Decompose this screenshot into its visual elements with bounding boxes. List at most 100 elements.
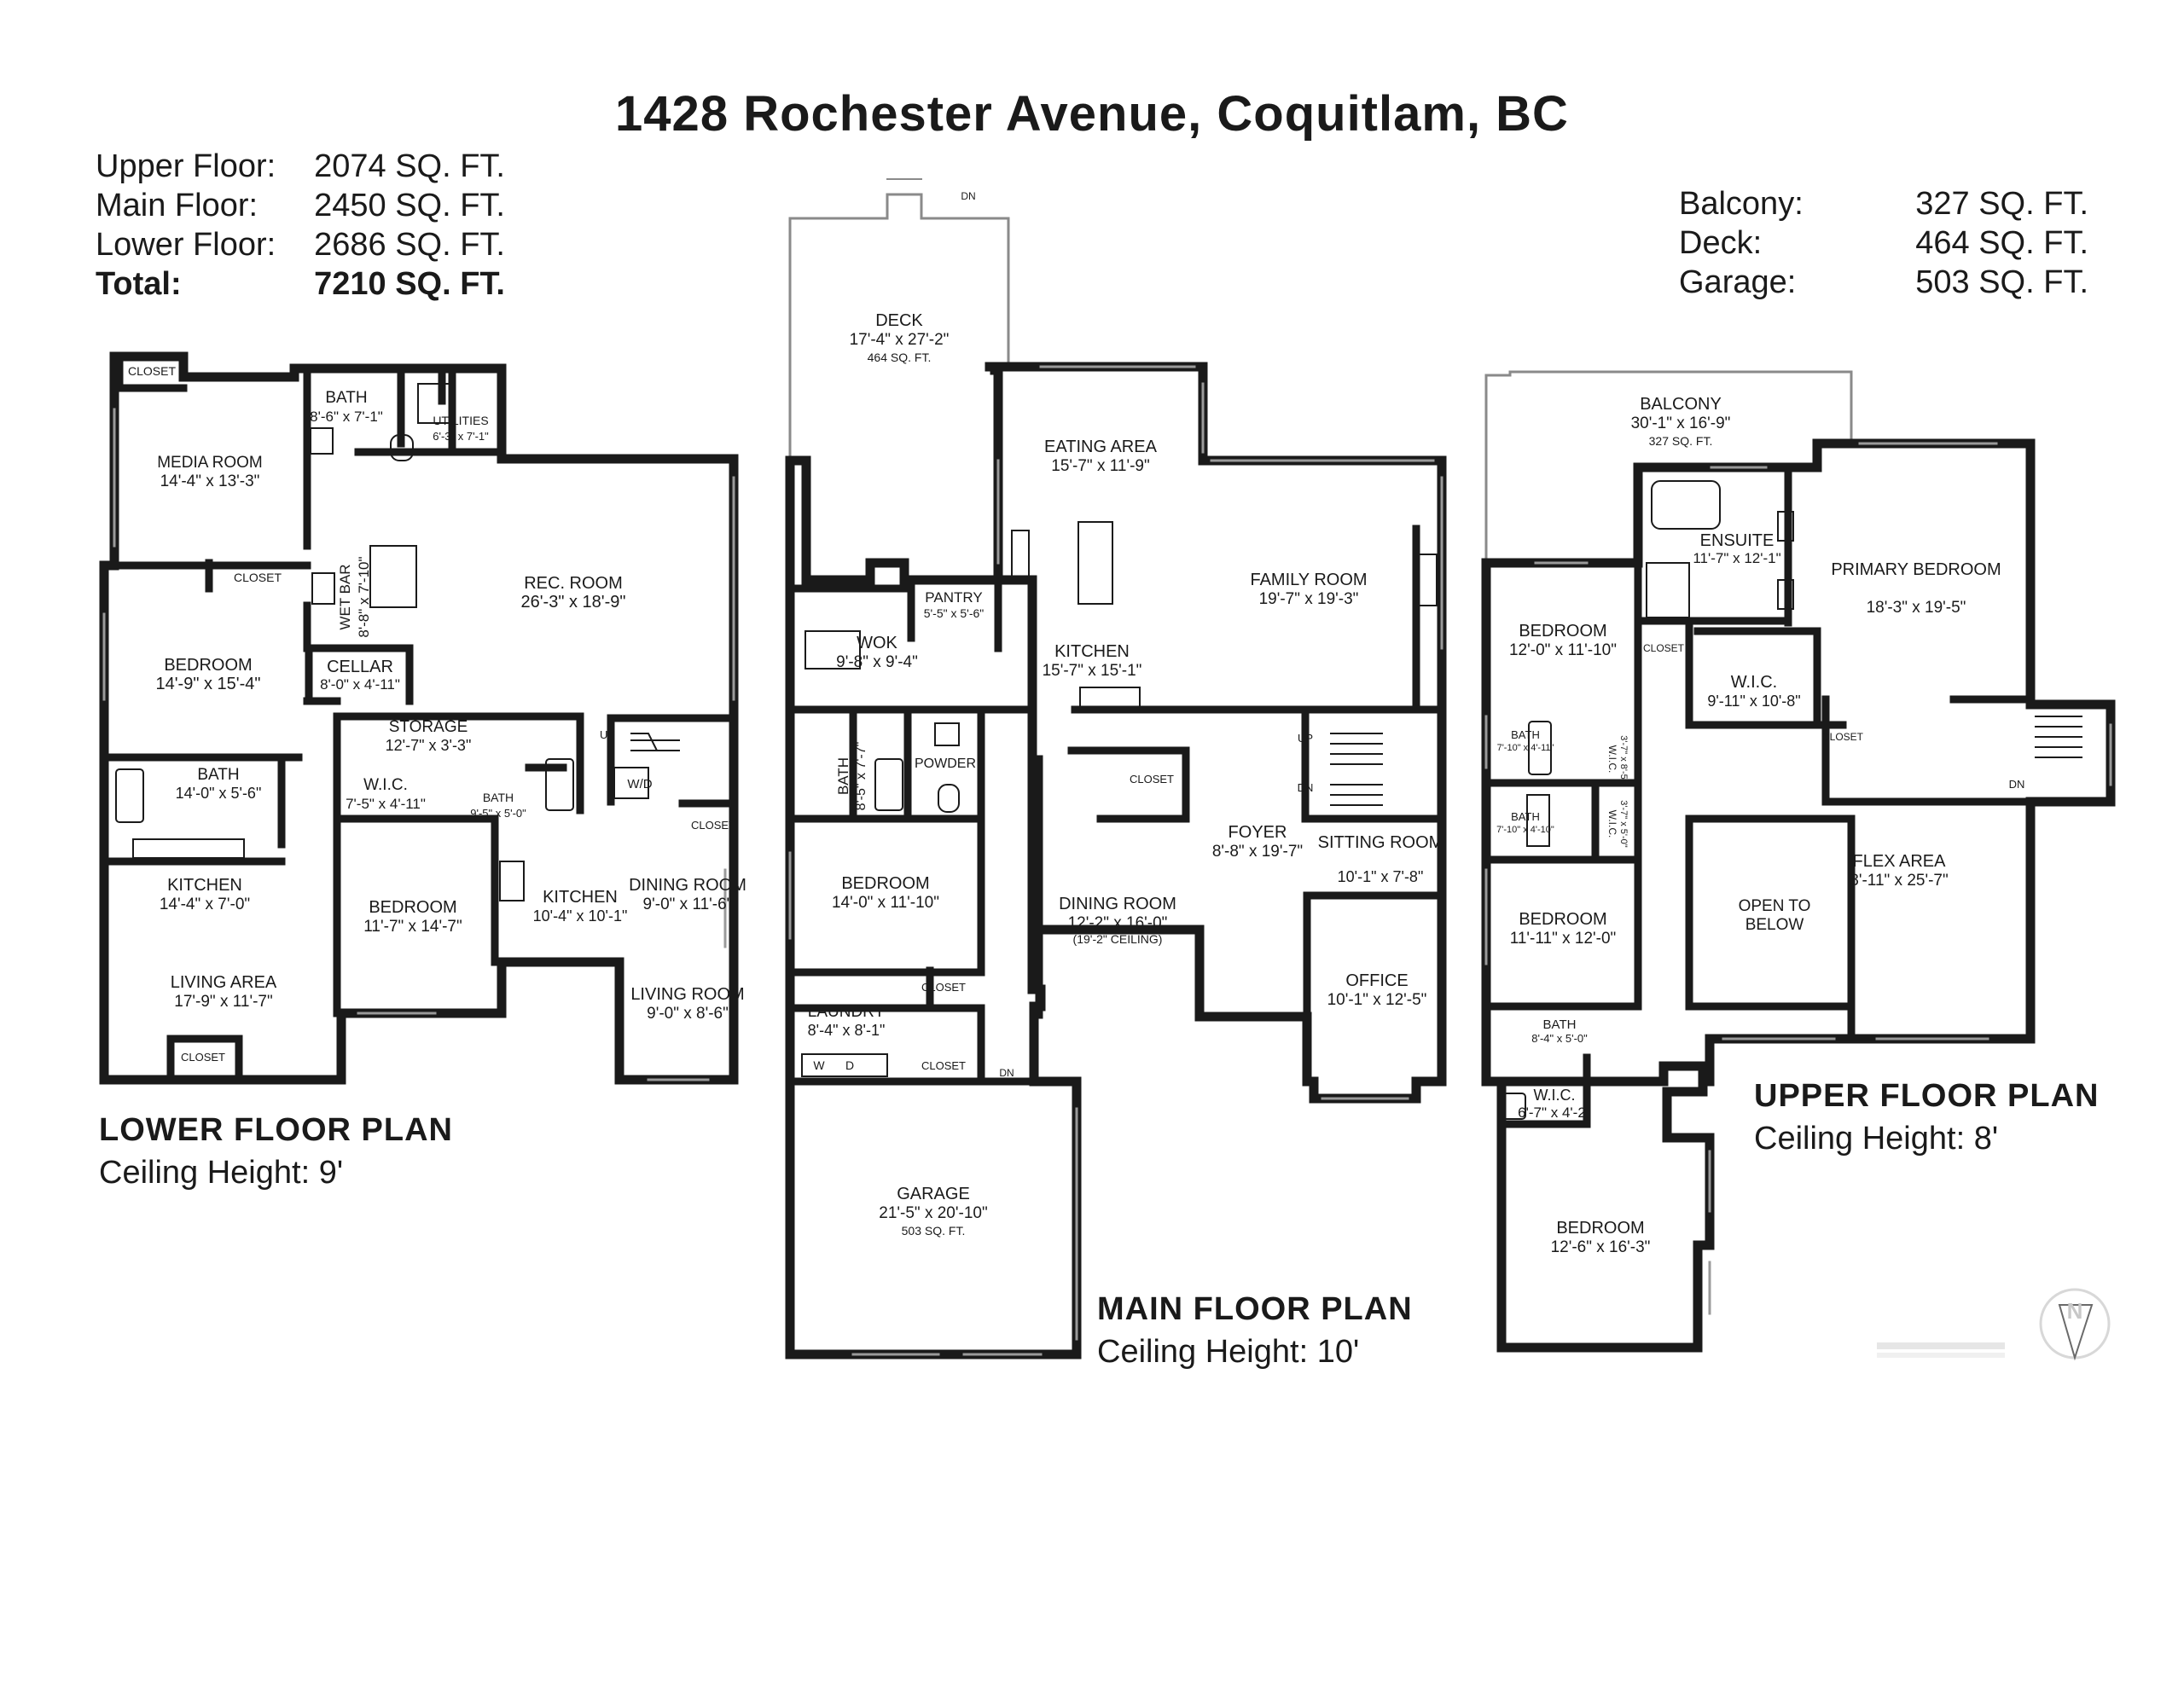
room-dim: 9'-11" x 10'-8" xyxy=(1707,693,1800,710)
room-name: W.I.C. xyxy=(1731,673,1777,692)
room-name: FLEX AREA xyxy=(1853,852,1947,871)
bathtub xyxy=(545,758,574,811)
bathtub xyxy=(1502,1093,1526,1120)
room-label: CLOSET xyxy=(691,819,735,832)
stairs-down xyxy=(1330,784,1383,806)
lower-interior-walls xyxy=(100,352,738,1084)
main-outer-wall-d xyxy=(785,455,1003,585)
room-dim: 3'-7" x 8'-5" xyxy=(1618,735,1629,783)
ceiling-height: Ceiling Height: 8' xyxy=(1754,1121,1999,1157)
room-dim: 8'-8" x 7'-10" xyxy=(356,556,372,637)
compass-icon: N xyxy=(2039,1288,2111,1361)
area-value: 2450 SQ. FT. xyxy=(314,188,505,223)
room-name: LIVING ROOM xyxy=(630,985,744,1004)
main-fixtures xyxy=(801,521,1438,1077)
room-dim: 9'-5" x 5'-0" xyxy=(470,807,526,820)
sink xyxy=(934,722,960,746)
appliance-label: W xyxy=(813,1058,825,1072)
room-dim: 8'-8" x 19'-7" xyxy=(1212,843,1303,861)
room-dim: 9'-8" x 9'-4" xyxy=(836,653,918,671)
room-dim: 14'-4" x 7'-0" xyxy=(160,896,250,913)
bathtub xyxy=(115,768,144,823)
balcony-outline xyxy=(1484,370,1853,565)
wet-bar-sink xyxy=(311,572,335,605)
area-value: 2686 SQ. FT. xyxy=(314,227,505,263)
room-name: BEDROOM xyxy=(1519,622,1606,641)
room-name: PANTRY xyxy=(925,589,982,606)
room-dim: 8'-11" x 25'-7" xyxy=(1850,872,1948,890)
room-area: 503 SQ. FT. xyxy=(902,1224,966,1238)
room-dim: 17'-4" x 27'-2" xyxy=(850,331,950,349)
room-dim: 21'-5" x 20'-10" xyxy=(879,1204,987,1222)
area-label: Garage: xyxy=(1679,264,1797,300)
main-floor-caption: MAIN FLOOR PLAN Ceiling Height: 10' xyxy=(1097,1288,1413,1373)
room-label: CLOSET xyxy=(1130,773,1174,786)
toilet xyxy=(390,434,414,461)
stairs-label: DN xyxy=(1298,781,1314,794)
washer-dryer xyxy=(613,767,649,799)
room-label: POWDER xyxy=(915,757,976,771)
page-title: 1428 Rochester Avenue, Coquitlam, BC xyxy=(615,86,1569,142)
room-name: ENSUITE xyxy=(1700,531,1774,550)
wok-counter xyxy=(804,630,861,670)
fireplace xyxy=(1417,554,1438,606)
kitchen-island xyxy=(1077,521,1113,605)
room-name: UTILITIES xyxy=(433,414,488,427)
area-label: Main Floor: xyxy=(96,188,258,223)
room-name: W.I.C. xyxy=(1534,1087,1576,1104)
room-name: DINING ROOM xyxy=(629,876,746,895)
room-name: W.I.C. xyxy=(363,776,408,794)
compass-arrow xyxy=(2058,1304,2094,1361)
shower xyxy=(1646,562,1690,618)
stairs-up xyxy=(1330,733,1383,765)
area-summary-right: Balcony: 327 SQ. FT. Deck: 464 SQ. FT. G… xyxy=(1679,184,2088,302)
area-label: Balcony: xyxy=(1679,186,1804,222)
washer-dryer xyxy=(801,1053,888,1077)
stove xyxy=(499,861,525,901)
room-dim: 8'-0" x 4'-11" xyxy=(320,676,400,693)
area-summary-left: Upper Floor: 2074 SQ. FT. Main Floor: 24… xyxy=(96,147,505,304)
lower-fixtures xyxy=(115,383,680,901)
plan-title: UPPER FLOOR PLAN xyxy=(1754,1078,2100,1114)
cooktop xyxy=(1011,530,1030,579)
room-name: BATH xyxy=(1543,1017,1577,1032)
upper-fixtures xyxy=(1502,480,2082,1120)
toilet xyxy=(938,784,960,813)
area-label: Lower Floor: xyxy=(96,227,276,263)
stairs-label: DN xyxy=(999,1067,1014,1079)
soaking-tub xyxy=(1651,480,1721,530)
sink xyxy=(1777,511,1794,542)
room-dim: 10'-1" x 7'-8" xyxy=(1338,868,1424,885)
compass-letter: N xyxy=(2067,1298,2083,1324)
room-name: BALCONY xyxy=(1640,395,1722,414)
lower-room-labels: CLOSET MEDIA ROOM 14'-4" x 13'-3" BATH 8… xyxy=(128,364,746,1064)
scale-bar xyxy=(1877,1342,2005,1358)
room-dim: 11'-7" x 12'-1" xyxy=(1693,550,1780,566)
room-dim: 7'-5" x 4'-11" xyxy=(346,796,426,812)
room-dim: 8'-5" x 7'-7" xyxy=(854,742,868,811)
area-value: 464 SQ. FT. xyxy=(1915,225,2088,261)
main-interior-walls xyxy=(786,525,1446,1086)
area-label: Deck: xyxy=(1679,225,1763,261)
room-name: BATH xyxy=(1511,728,1540,741)
room-dim: 15'-7" x 15'-1" xyxy=(1043,662,1142,680)
room-dim: 11'-7" x 14'-7" xyxy=(363,918,462,936)
room-dim: 12'-6" x 16'-3" xyxy=(1551,1238,1651,1256)
sink xyxy=(1777,579,1794,610)
area-value: 503 SQ. FT. xyxy=(1915,264,2088,300)
main-floor-plan: DN DECK 17'-4" x 27'-2" 464 SQ. FT. EATI… xyxy=(785,178,1447,1359)
room-name: BEDROOM xyxy=(841,874,929,893)
room-note: (19'-2" CEILING) xyxy=(1073,932,1163,946)
room-dim: 30'-1" x 16'-9" xyxy=(1631,415,1731,432)
room-dim: 10'-4" x 10'-1" xyxy=(533,907,628,925)
room-dim: 8'-4" x 8'-1" xyxy=(808,1022,886,1039)
room-dim: 8'-6" x 7'-1" xyxy=(310,409,383,425)
room-name: EATING AREA xyxy=(1044,438,1158,456)
room-dim: 6'-3" x 7'-1" xyxy=(433,430,489,443)
area-row-balcony: Balcony: 327 SQ. FT. xyxy=(1679,184,2088,223)
room-label: CLOSET xyxy=(921,1059,966,1072)
shower xyxy=(1526,794,1550,847)
total-value: 7210 SQ. FT. xyxy=(314,266,505,302)
ceiling-height: Ceiling Height: 10' xyxy=(1097,1334,1360,1370)
